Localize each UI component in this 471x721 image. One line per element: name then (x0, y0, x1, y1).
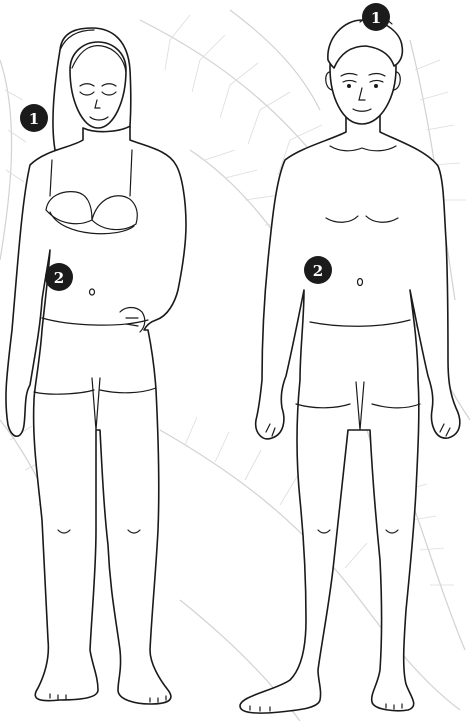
male-waist-marker: 2 (304, 256, 332, 284)
male-marker-1-label: 1 (371, 9, 381, 27)
female-hair-marker: 1 (20, 104, 48, 132)
male-hair-marker: 1 (362, 3, 390, 31)
male-marker-2-label: 2 (313, 262, 323, 280)
female-marker-1-label: 1 (29, 110, 39, 128)
female-waist-marker: 2 (45, 263, 73, 291)
female-marker-2-label: 2 (54, 269, 64, 287)
